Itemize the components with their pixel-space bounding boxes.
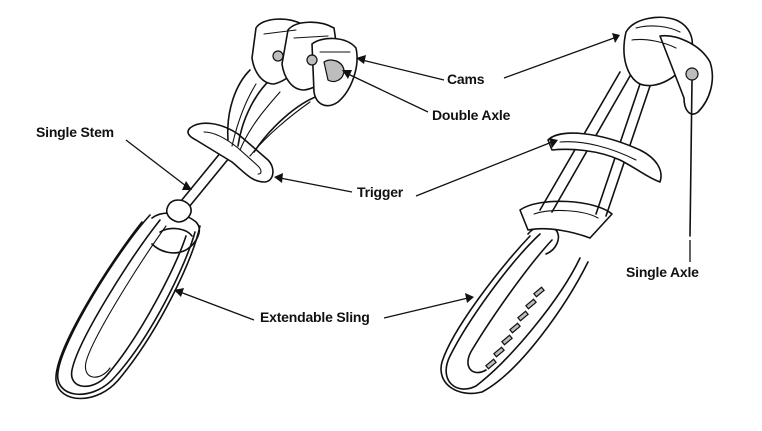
label-single-axle: Single Axle xyxy=(626,264,699,280)
left-cams xyxy=(252,19,357,106)
label-extendable-sling: Extendable Sling xyxy=(260,309,370,325)
left-cam-device xyxy=(56,19,357,398)
right-extendable-sling xyxy=(441,227,588,394)
label-trigger: Trigger xyxy=(357,184,403,200)
left-axle-2 xyxy=(307,55,317,65)
sling-stitching xyxy=(486,287,544,368)
label-double-axle: Double Axle xyxy=(432,107,510,123)
right-cams xyxy=(624,17,712,236)
label-single-stem: Single Stem xyxy=(36,124,114,140)
left-trigger xyxy=(188,123,273,182)
left-axle-1 xyxy=(273,51,283,61)
right-single-axle xyxy=(686,68,698,80)
right-trigger xyxy=(548,133,661,182)
label-cams: Cams xyxy=(447,71,484,87)
left-extendable-sling xyxy=(56,213,200,398)
